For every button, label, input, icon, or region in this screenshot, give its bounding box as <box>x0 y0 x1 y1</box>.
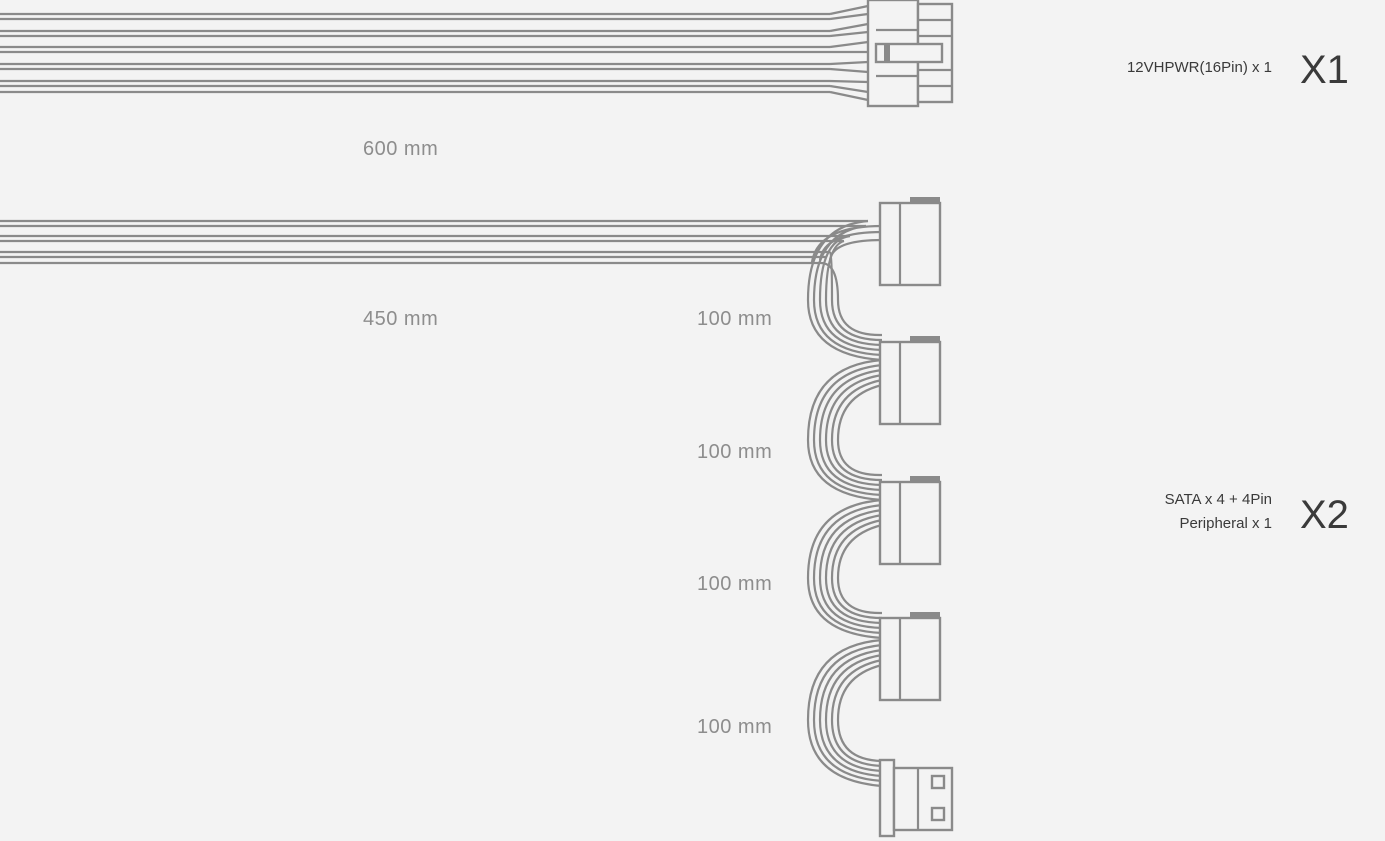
length-label-100mm: 100 mm <box>697 441 772 463</box>
sata-connector-icon <box>878 336 942 426</box>
cable-12vhpwr <box>0 0 954 108</box>
sata-connector-icon <box>878 612 942 702</box>
length-label-100mm: 100 mm <box>697 573 772 595</box>
cable-1-quantity: X1 <box>1300 48 1349 92</box>
sata-daisy-chain-loops <box>806 219 883 788</box>
cable-2-description-line-1: SATA x 4 + 4Pin <box>1165 491 1272 508</box>
cable-1-description: 12VHPWR(16Pin) x 1 <box>1127 59 1272 76</box>
length-label-100mm: 100 mm <box>697 716 772 738</box>
length-label-450mm: 450 mm <box>363 308 438 330</box>
cable-2-description-line-2: Peripheral x 1 <box>1179 515 1272 532</box>
cable-2-quantity: X2 <box>1300 493 1349 537</box>
12vhpwr-wire-bundle <box>0 4 869 102</box>
sata-main-wire-bundle <box>0 219 868 265</box>
sata-connector-icon <box>878 476 942 566</box>
12vhpwr-connector-icon <box>866 0 954 108</box>
sata-connector-icon <box>878 197 942 287</box>
length-label-600mm: 600 mm <box>363 138 438 160</box>
molex-4pin-connector-icon <box>878 758 954 838</box>
length-label-100mm: 100 mm <box>697 308 772 330</box>
cable-sata-peripheral <box>0 197 954 838</box>
